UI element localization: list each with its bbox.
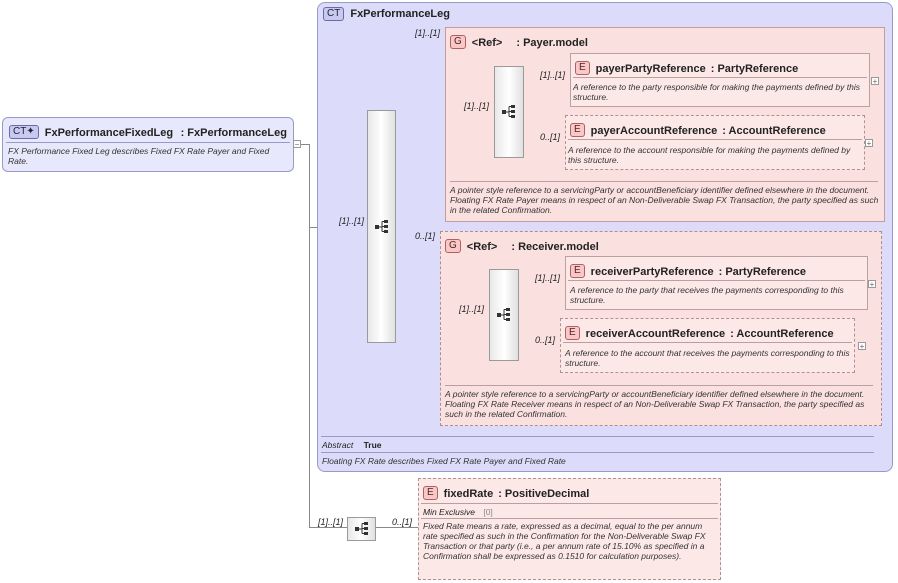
cardinality-label: [1]..[1] [540, 70, 566, 80]
divider [450, 181, 878, 182]
expand-toggle[interactable]: + [868, 280, 876, 289]
base-description: Floating FX Rate describes Fixed FX Rate… [322, 456, 566, 466]
element-icon: E [570, 263, 585, 278]
cardinality-label: [1]..[1] [415, 28, 441, 38]
group-name: : Receiver.model [511, 241, 599, 253]
element-icon: E [570, 122, 585, 137]
element-type: : AccountReference [722, 125, 826, 137]
facet-label: Min Exclusive [423, 507, 475, 517]
cardinality-label: [1]..[1] [318, 517, 344, 527]
connector-line [309, 144, 310, 528]
sequence-icon [497, 308, 510, 321]
expand-toggle[interactable]: + [871, 77, 879, 86]
divider [421, 518, 718, 519]
complex-type-icon: CT [323, 7, 345, 21]
badge-text: CT [13, 125, 27, 137]
element-description: A reference to the party responsible for… [573, 82, 860, 102]
divider [563, 342, 852, 343]
element-description: Fixed Rate means a rate, expressed as a … [423, 521, 706, 561]
collapse-toggle[interactable]: − [293, 140, 301, 149]
cardinality-label: [1]..[1] [464, 101, 490, 111]
divider [321, 452, 874, 453]
group-name: : Payer.model [516, 37, 588, 49]
root-complex-type[interactable]: CT✦ FxPerformanceFixedLeg : FxPerformance… [2, 117, 294, 172]
divider [421, 503, 718, 504]
abstract-value: True [363, 440, 382, 450]
element-type: : AccountReference [730, 328, 834, 340]
element-description: A reference to the account responsible f… [568, 145, 851, 165]
connector-line [309, 527, 347, 528]
cardinality-label: 0..[1] [535, 335, 556, 345]
divider [321, 436, 874, 437]
divider [6, 142, 290, 143]
sequence-compositor[interactable] [494, 66, 524, 158]
complex-type-icon: CT✦ [9, 124, 39, 139]
ref-label: <Ref> [466, 241, 498, 253]
element-icon: E [565, 325, 580, 340]
abstract-label: Abstract [322, 440, 354, 450]
expand-toggle[interactable]: + [865, 139, 873, 148]
divider [445, 385, 873, 386]
ref-label: <Ref> [471, 37, 503, 49]
base-name: FxPerformanceLeg [350, 7, 450, 20]
group-icon: G [450, 34, 466, 49]
cardinality-label: [1]..[1] [535, 273, 561, 283]
cardinality-label: [1]..[1] [339, 216, 365, 226]
element-name: fixedRate [443, 488, 494, 500]
cardinality-label: 0..[1] [392, 517, 413, 527]
facet-row: Min Exclusive [0] [423, 507, 493, 517]
divider [568, 280, 865, 281]
cardinality-label: 0..[1] [415, 231, 436, 241]
connector-line [376, 527, 418, 528]
element-name: payerPartyReference [595, 63, 706, 75]
root-description: FX Performance Fixed Leg describes Fixed… [8, 146, 270, 166]
sequence-compositor[interactable] [347, 517, 376, 541]
element-description: A reference to the party that receives t… [570, 285, 844, 305]
sequence-compositor[interactable] [489, 269, 519, 361]
element-name: receiverPartyReference [590, 266, 714, 278]
element-description: A reference to the account that receives… [565, 348, 850, 368]
element-type: : PartyReference [718, 266, 807, 278]
root-name: FxPerformanceFixedLeg [44, 127, 174, 139]
sequence-compositor[interactable] [367, 110, 396, 343]
connector-line [294, 144, 310, 145]
base-header: CT FxPerformanceLeg [323, 7, 450, 21]
expand-toggle[interactable]: + [858, 342, 866, 351]
element-type: : PositiveDecimal [498, 488, 590, 500]
payer-group-description: A pointer style reference to a servicing… [450, 185, 879, 215]
sequence-icon [355, 522, 368, 535]
divider [573, 77, 867, 78]
cardinality-label: 0..[1] [540, 132, 561, 142]
facet-value: [0] [483, 507, 493, 517]
element-name: receiverAccountReference [585, 328, 726, 340]
root-type: : FxPerformanceLeg [180, 127, 287, 139]
abstract-attribute: Abstract True [322, 440, 382, 450]
element-icon: E [423, 485, 438, 500]
receiver-group-header: G <Ref> : Receiver.model [445, 237, 599, 255]
sequence-icon [502, 105, 515, 118]
group-icon: G [445, 238, 461, 253]
receiver-group-description: A pointer style reference to a servicing… [445, 389, 865, 419]
payer-group-header: G <Ref> : Payer.model [450, 33, 588, 51]
element-type: : PartyReference [710, 63, 799, 75]
root-header: CT✦ FxPerformanceFixedLeg : FxPerformance… [9, 123, 287, 141]
sequence-icon [375, 220, 388, 233]
element-icon: E [575, 60, 590, 75]
cardinality-label: [1]..[1] [459, 304, 485, 314]
divider [568, 139, 862, 140]
element-name: payerAccountReference [590, 125, 718, 137]
